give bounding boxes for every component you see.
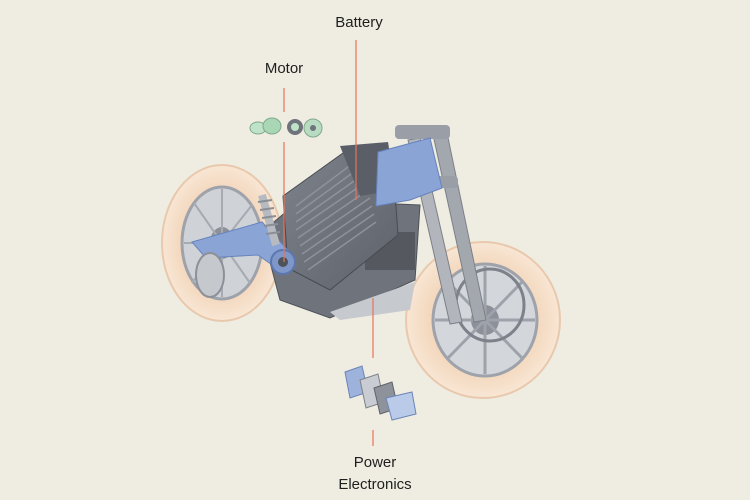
motor-label: Motor <box>264 60 304 77</box>
rear-brake-disc <box>195 252 225 298</box>
rear-shock <box>257 193 281 247</box>
power-electronics-label: Power Electronics <box>300 452 450 496</box>
battery-label: Battery <box>335 14 383 31</box>
power-electronics-label-line2: Electronics <box>338 476 412 493</box>
motor-exploded-parts <box>249 117 323 138</box>
power-electronics-exploded-parts <box>344 365 417 421</box>
leader-lines <box>283 40 374 446</box>
power-electronics-label-line1: Power <box>353 454 397 471</box>
